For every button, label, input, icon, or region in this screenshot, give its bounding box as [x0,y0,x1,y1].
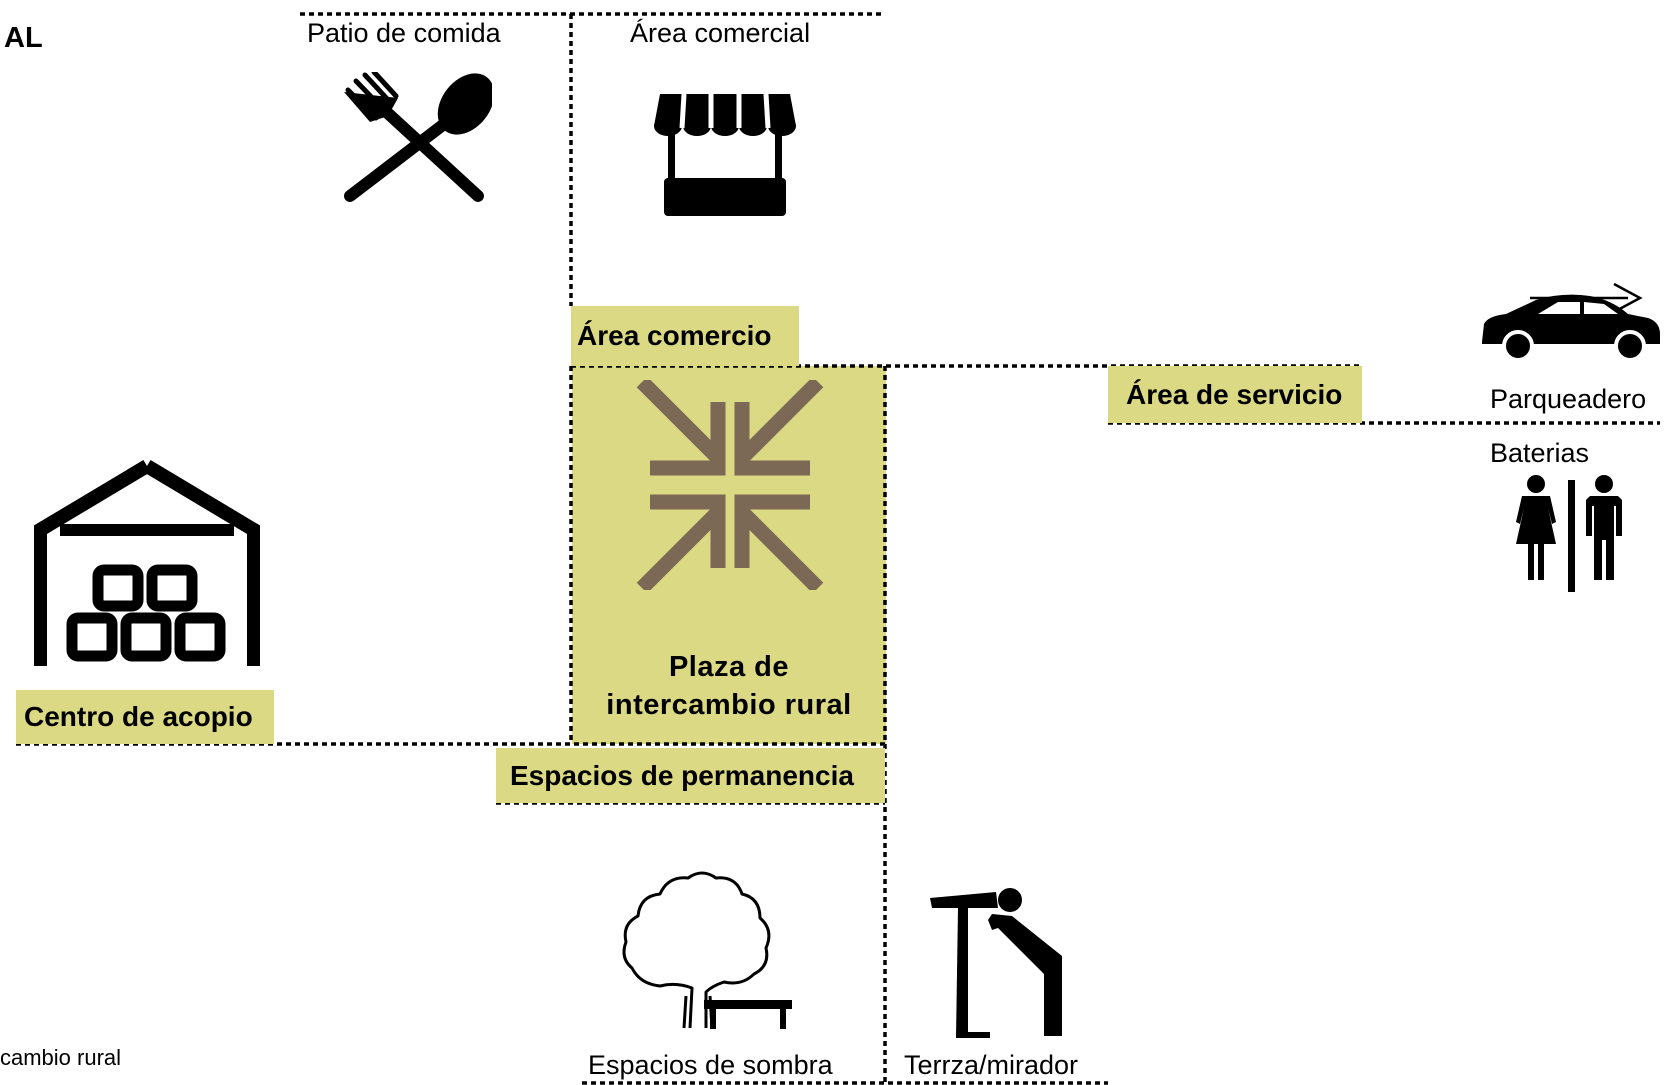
storage-center-label: Centro de acopio [24,701,253,732]
corner-caption: cambio rural [0,1045,122,1070]
commerce-area-tag: Área comercio [571,306,799,366]
restroom-icon [1516,475,1622,592]
car-icon [1482,282,1660,362]
central-plaza-title-line2: intercambio rural [606,689,852,721]
commerce-area-label: Área comercio [577,320,772,351]
inward-arrows-icon [636,380,824,590]
market-stall-icon [654,93,796,216]
warehouse-icon [34,460,260,666]
service-area-label: Área de servicio [1126,378,1343,410]
parking-label: Parqueadero [1490,384,1647,414]
central-plaza-title: Plaza de intercambio rural [572,648,886,724]
stay-spaces-tag: Espacios de permanencia [496,748,885,803]
central-plaza-area [572,366,886,744]
service-area-tag: Área de servicio [1108,366,1362,423]
food-court-label: Patio de comida [307,18,501,48]
restrooms-label: Baterias [1490,438,1590,468]
terrace-label: Terrza/mirador [904,1050,1079,1080]
storage-center-tag: Centro de acopio [16,690,274,744]
commercial-area-label: Área comercial [630,18,811,48]
stay-spaces-label: Espacios de permanencia [510,759,854,791]
shade-spaces-label: Espacios de sombra [588,1050,833,1080]
fork-spoon-icon [344,72,492,202]
central-plaza-title-line1: Plaza de [668,651,790,683]
tree-bench-icon [622,871,792,1029]
telescope-viewer-icon [930,888,1062,1038]
corner-title: AL [4,22,43,54]
